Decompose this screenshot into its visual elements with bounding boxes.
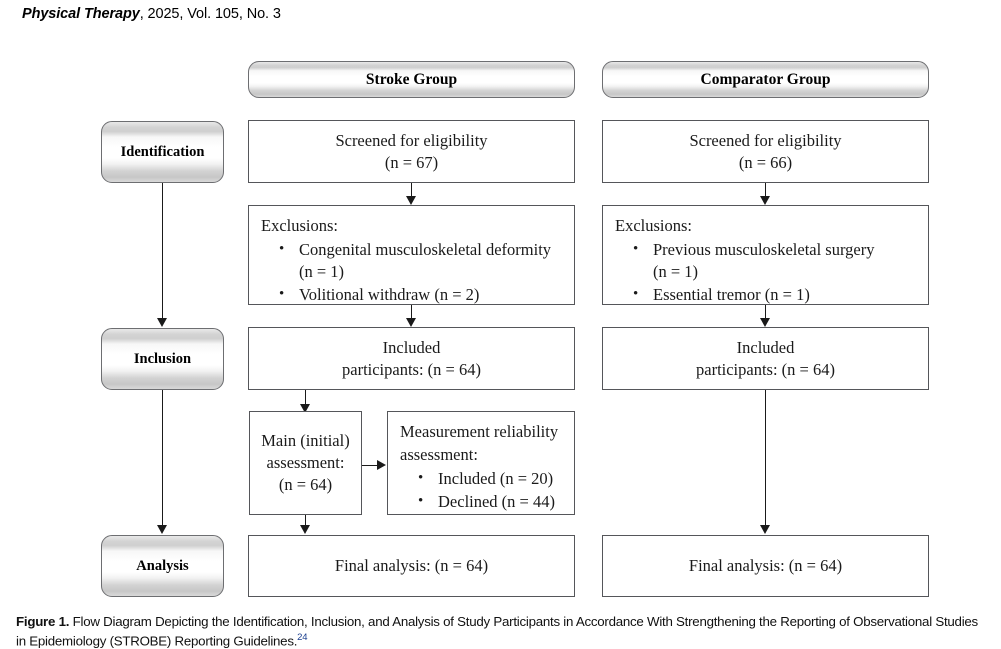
- comparator-group-label: Comparator Group: [700, 70, 831, 88]
- bullet-icon: •: [279, 286, 285, 303]
- stage-arrow-analysis: [157, 525, 167, 534]
- stroke-screened-line2: (n = 67): [384, 152, 439, 172]
- stroke-reliability-list: • Included (n = 20) • Declined (n = 44): [400, 468, 562, 514]
- journal-issue: , 2025, Vol. 105, No. 3: [139, 6, 281, 22]
- stroke-reliability-box: Measurement reliability assessment: • In…: [387, 411, 575, 515]
- stage-arrow-inclusion: [157, 318, 167, 327]
- comparator-exclusions-lead: Exclusions:: [615, 216, 692, 235]
- list-item: • Included (n = 20): [400, 468, 562, 490]
- comparator-exclusion-item-2: Essential tremor (n = 1): [653, 285, 810, 305]
- figure-caption-text: Flow Diagram Depicting the Identificatio…: [16, 614, 978, 649]
- stroke-reliability-item-1: Included (n = 20): [438, 468, 554, 488]
- stroke-main-line2: assessment:: [266, 453, 345, 473]
- stroke-main-line3: (n = 64): [278, 474, 333, 494]
- running-head: Physical Therapy, 2025, Vol. 105, No. 3: [22, 6, 281, 22]
- figure-caption: Figure 1. Flow Diagram Depicting the Ide…: [16, 613, 988, 649]
- stroke-exclusion-item-1-count: (n = 1): [299, 261, 345, 281]
- stroke-connector-main-reliability: [362, 465, 379, 466]
- stage-inclusion: Inclusion: [101, 328, 224, 390]
- bullet-icon: •: [633, 286, 639, 303]
- stroke-arrow-included: [406, 318, 416, 327]
- stage-analysis: Analysis: [101, 535, 224, 597]
- stroke-included-line1: Included: [382, 337, 441, 357]
- stage-inclusion-label: Inclusion: [133, 350, 192, 367]
- comparator-group-header: Comparator Group: [602, 61, 929, 98]
- bullet-icon: •: [633, 240, 639, 257]
- stroke-reliability-item-2: Declined (n = 44): [438, 492, 555, 512]
- comparator-included-box: Included participants: (n = 64): [602, 327, 929, 390]
- comparator-screened-box: Screened for eligibility (n = 66): [602, 120, 929, 183]
- comparator-exclusion-item-1-count: (n = 1): [653, 261, 699, 281]
- stroke-connector-screened-exclusions: [411, 183, 412, 201]
- stage-analysis-label: Analysis: [136, 557, 189, 574]
- comparator-arrow-exclusions: [760, 196, 770, 205]
- comparator-final-analysis-box: Final analysis: (n = 64): [602, 535, 929, 597]
- comparator-arrow-final-analysis: [760, 525, 770, 534]
- list-item: • Declined (n = 44): [400, 491, 562, 513]
- comparator-exclusions-box: Exclusions: • Previous musculoskeletal s…: [602, 205, 929, 305]
- list-item: • Volitional withdraw (n = 2): [261, 284, 562, 306]
- stroke-included-line2: participants: (n = 64): [342, 359, 481, 379]
- stroke-main-assessment-box: Main (initial) assessment: (n = 64): [249, 411, 362, 515]
- list-item: • Previous musculoskeletal surgery: [615, 239, 916, 261]
- stage-connector-identification-inclusion: [162, 183, 163, 319]
- figure-label: Figure 1.: [16, 614, 70, 629]
- comparator-final-analysis-text: Final analysis: (n = 64): [688, 556, 843, 576]
- comparator-connector-exclusions-included: [765, 305, 766, 323]
- bullet-icon: •: [418, 469, 424, 486]
- list-item: • Essential tremor (n = 1): [615, 284, 916, 306]
- stroke-arrow-final-analysis: [300, 525, 310, 534]
- comparator-arrow-included: [760, 318, 770, 327]
- stroke-exclusions-box: Exclusions: • Congenital musculoskeletal…: [248, 205, 575, 305]
- stroke-arrow-reliability: [377, 460, 386, 470]
- stroke-exclusion-item-2: Volitional withdraw (n = 2): [299, 285, 480, 305]
- stage-identification-label: Identification: [120, 143, 205, 160]
- stroke-exclusions-list: • Congenital musculoskeletal deformity (…: [261, 239, 562, 306]
- comparator-exclusions-list: • Previous musculoskeletal surgery (n = …: [615, 239, 916, 306]
- stroke-screened-box: Screened for eligibility (n = 67): [248, 120, 575, 183]
- stroke-connector-exclusions-included: [411, 305, 412, 323]
- list-item: (n = 1): [615, 261, 916, 283]
- list-item: (n = 1): [261, 261, 562, 283]
- stroke-screened-line1: Screened for eligibility: [335, 130, 488, 150]
- stroke-reliability-lead2: assessment:: [400, 444, 478, 464]
- stroke-connector-included-main: [305, 390, 306, 410]
- bullet-icon: •: [418, 493, 424, 510]
- comparator-included-line1: Included: [736, 337, 795, 357]
- stage-identification: Identification: [101, 121, 224, 183]
- comparator-screened-line2: (n = 66): [738, 152, 793, 172]
- bullet-icon: •: [279, 240, 285, 257]
- stroke-connector-main-final: [305, 515, 306, 531]
- stroke-exclusions-lead: Exclusions:: [261, 216, 338, 235]
- stage-connector-inclusion-analysis: [162, 390, 163, 526]
- stroke-arrow-main-assessment: [300, 404, 310, 413]
- stroke-exclusion-item-1: Congenital musculoskeletal deformity: [299, 239, 552, 259]
- comparator-connector-screened-exclusions: [765, 183, 766, 201]
- stroke-included-box: Included participants: (n = 64): [248, 327, 575, 390]
- stroke-final-analysis-text: Final analysis: (n = 64): [334, 556, 489, 576]
- stroke-reliability-lead1: Measurement reliability: [400, 422, 559, 441]
- comparator-screened-line1: Screened for eligibility: [689, 130, 842, 150]
- stroke-main-line1: Main (initial): [261, 431, 350, 451]
- comparator-included-line2: participants: (n = 64): [696, 359, 835, 379]
- list-item: • Congenital musculoskeletal deformity: [261, 239, 562, 261]
- stroke-arrow-exclusions: [406, 196, 416, 205]
- stroke-final-analysis-box: Final analysis: (n = 64): [248, 535, 575, 597]
- comparator-exclusion-item-1: Previous musculoskeletal surgery: [653, 239, 875, 259]
- stroke-group-label: Stroke Group: [365, 70, 458, 88]
- citation-reference[interactable]: 24: [297, 632, 308, 644]
- journal-name: Physical Therapy: [22, 6, 140, 22]
- stroke-group-header: Stroke Group: [248, 61, 575, 98]
- comparator-connector-included-final: [765, 390, 766, 526]
